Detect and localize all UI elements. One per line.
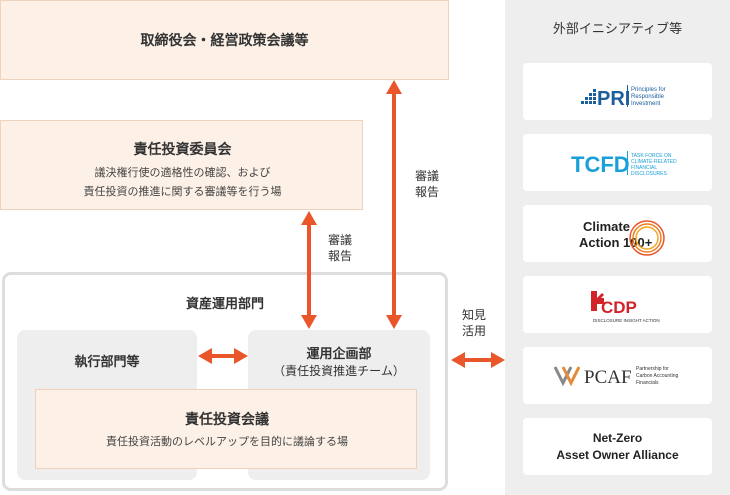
nzaoa-line1: Net-Zero — [592, 430, 643, 445]
tcfd-line3: FINANCIAL — [631, 165, 657, 171]
cdp-logo-card[interactable]: CDP DISCLOSURE INSIGHT ACTION — [523, 276, 712, 333]
pcaf-line1: Partnership for — [636, 366, 669, 372]
pri-mark: PRI — [597, 88, 630, 110]
arrow-exec-planning — [198, 348, 248, 364]
committee-desc-line1: 議決権行使の適格性の確認、および — [94, 166, 271, 179]
planning-dept-title: 運用企画部 — [306, 347, 372, 362]
external-arrow-label-line2: 活用 — [461, 324, 486, 338]
cdp-logo: CDP DISCLOSURE INSIGHT ACTION — [591, 291, 660, 323]
ca100-logo: Climate Action 100+ — [579, 219, 665, 256]
tcfd-logo: TCFD TASK FORCE ON CLIMATE-RELATED FINAN… — [571, 151, 677, 177]
board-box: 取締役会・経営政策会議等 — [0, 0, 449, 80]
planning-dept-subtitle: （責任投資推進チーム） — [273, 364, 405, 378]
pri-logo: PRI Principles for Responsible Investmen… — [581, 85, 666, 110]
tcfd-mark: TCFD — [571, 152, 630, 177]
committee-desc-line2: 責任投資の推進に関する審議等を行う場 — [83, 185, 282, 198]
arrow-external — [451, 352, 505, 368]
pri-line2: Responsible — [631, 94, 665, 100]
arrow-board-planning — [386, 80, 402, 329]
board-arrow-label-line2: 報告 — [414, 185, 439, 199]
ca100-line1: Climate — [583, 219, 630, 234]
pri-line1: Principles for — [631, 87, 666, 93]
cdp-tagline: DISCLOSURE INSIGHT ACTION — [593, 318, 660, 323]
asset-dept-title: 資産運用部門 — [185, 297, 264, 312]
ca100-logo-card[interactable]: Climate Action 100+ — [523, 205, 712, 262]
arrow-committee-planning — [301, 211, 317, 329]
nzaoa-line2: Asset Owner Alliance — [556, 447, 679, 462]
committee-arrow-label-line1: 審議 — [327, 233, 352, 247]
committee-box: 責任投資委員会 議決権行使の適格性の確認、および 責任投資の推進に関する審議等を… — [0, 120, 363, 210]
committee-title: 責任投資委員会 — [133, 142, 232, 158]
council-title: 責任投資会議 — [185, 412, 269, 428]
external-arrow-label-line1: 知見 — [461, 308, 486, 322]
tcfd-logo-card[interactable]: TCFD TASK FORCE ON CLIMATE-RELATED FINAN… — [523, 134, 712, 191]
board-arrow-label: 審議 報告 — [412, 168, 442, 200]
pri-logo-card[interactable]: PRI Principles for Responsible Investmen… — [523, 63, 712, 120]
nzaoa-logo-card[interactable]: Net-Zero Asset Owner Alliance — [523, 418, 712, 475]
external-initiatives-title: 外部イニシアティブ等 — [552, 22, 683, 37]
board-title: 取締役会・経営政策会議等 — [140, 33, 309, 49]
external-arrow-label: 知見 活用 — [459, 307, 489, 339]
exec-dept-title: 執行部門等 — [74, 355, 140, 370]
cdp-mark: CDP — [601, 298, 637, 317]
committee-arrow-label-line2: 報告 — [327, 249, 352, 263]
council-box: 責任投資会議 責任投資活動のレベルアップを目的に議論する場 — [35, 389, 417, 469]
board-arrow-label-line1: 審議 — [414, 169, 439, 183]
tcfd-line1: TASK FORCE ON — [631, 153, 672, 159]
pcaf-line2: Carbon Accounting — [636, 373, 678, 379]
pcaf-line3: Financials — [636, 380, 659, 386]
council-desc: 責任投資活動のレベルアップを目的に議論する場 — [106, 435, 348, 448]
pcaf-logo: PCAF Partnership for Carbon Accounting F… — [553, 366, 678, 388]
pcaf-mark: PCAF — [584, 367, 632, 388]
ca100-line2: Action 100+ — [579, 235, 653, 250]
pri-line3: Investment — [631, 101, 661, 107]
pcaf-logo-card[interactable]: PCAF Partnership for Carbon Accounting F… — [523, 347, 712, 404]
committee-arrow-label: 審議 報告 — [325, 232, 355, 264]
tcfd-line2: CLIMATE-RELATED — [631, 159, 677, 165]
tcfd-line4: DISCLOSURES — [631, 171, 668, 177]
